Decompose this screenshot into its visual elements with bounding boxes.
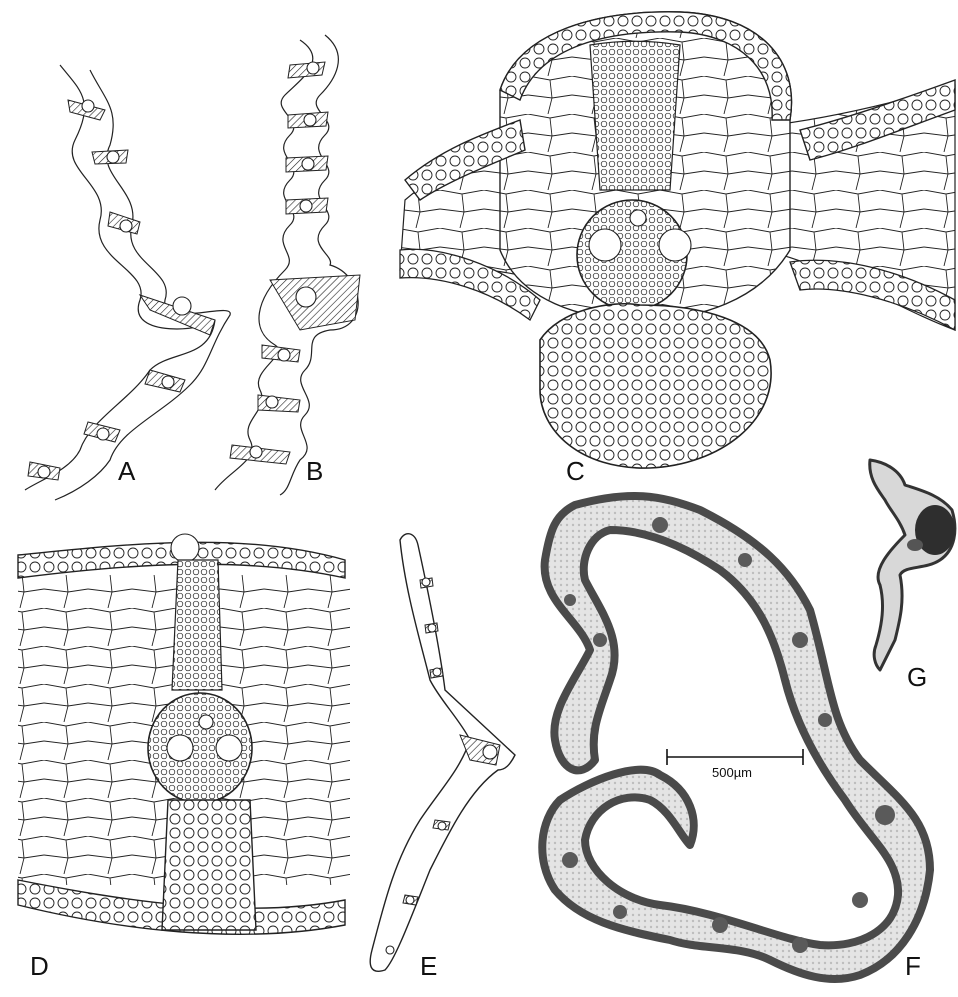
panel-f-micrograph [542, 496, 930, 979]
scale-bar: 500µm [667, 749, 803, 780]
panel-a-drawing [25, 65, 230, 500]
panel-b-drawing [215, 35, 360, 495]
panel-label-c: C [566, 456, 585, 486]
panel-g-micrograph [870, 460, 955, 670]
panel-label-d: D [30, 951, 49, 981]
panel-d-drawing [18, 534, 350, 934]
scale-bar-label: 500µm [712, 765, 752, 780]
panel-label-f: F [905, 951, 921, 981]
panel-label-e: E [420, 951, 437, 981]
panel-label-g: G [907, 662, 927, 692]
panel-label-b: B [306, 456, 323, 486]
panel-e-drawing [370, 534, 515, 972]
panel-label-a: A [118, 456, 136, 486]
panel-c-drawing [400, 12, 955, 468]
